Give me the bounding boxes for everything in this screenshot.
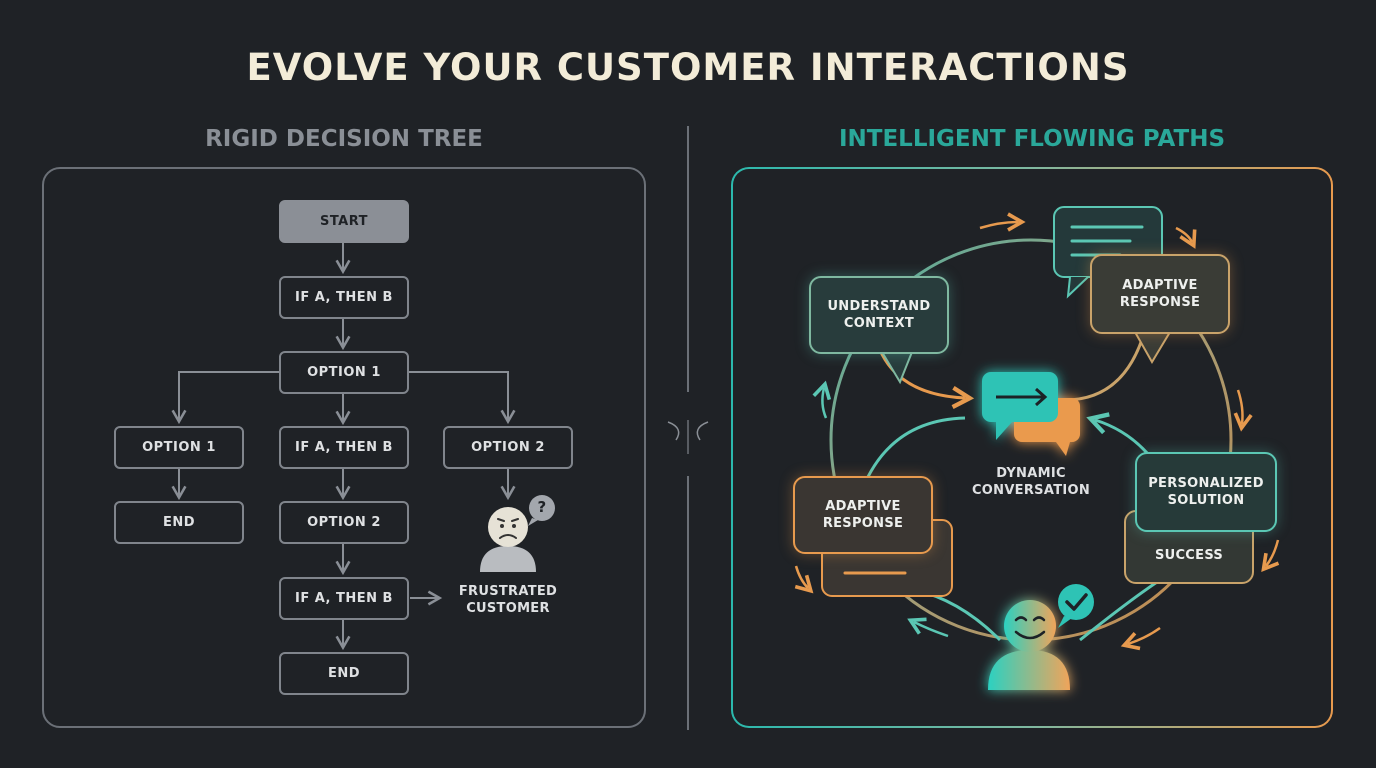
- dynamic-conversation-label: DYNAMIC CONVERSATION: [951, 465, 1111, 499]
- bubble-personalized-solution: PERSONALIZED SOLUTION: [1135, 452, 1277, 532]
- node-option-2-center: OPTION 2: [279, 501, 409, 544]
- happy-customer-icon: [988, 600, 1070, 690]
- adaptive-top-line1: ADAPTIVE: [1122, 278, 1198, 293]
- node-if-a-then-b-2: IF A, THEN B: [279, 426, 409, 469]
- node-start: START: [279, 200, 409, 243]
- right-section-title: INTELLIGENT FLOWING PATHS: [838, 126, 1226, 152]
- understand-line2: CONTEXT: [843, 316, 915, 331]
- adaptive-bottom-line1: ADAPTIVE: [825, 499, 901, 514]
- frustrated-label-line2: CUSTOMER: [466, 601, 550, 616]
- frustrated-customer-label: FRUSTRATED CUSTOMER: [448, 583, 568, 617]
- personalized-line1: PERSONALIZED: [1148, 476, 1264, 491]
- connector-option1-left: [171, 371, 280, 425]
- bubble-adaptive-response-top: ADAPTIVE RESPONSE: [1090, 254, 1230, 334]
- rigid-tree-panel: [42, 167, 646, 728]
- dynamic-conversation-icon: [982, 372, 1080, 456]
- bubble-understand-context: UNDERSTAND CONTEXT: [809, 276, 949, 354]
- dynamic-line1: DYNAMIC: [996, 466, 1066, 481]
- adaptive-bottom-line2: RESPONSE: [822, 516, 904, 531]
- node-end-left: END: [114, 501, 244, 544]
- connector-option1-right: [408, 371, 516, 425]
- personalized-line2: SOLUTION: [1167, 493, 1245, 508]
- node-if-a-then-b-3: IF A, THEN B: [279, 577, 409, 620]
- frustrated-customer-icon: [480, 507, 536, 572]
- node-if-a-then-b-1: IF A, THEN B: [279, 276, 409, 319]
- dynamic-line2: CONVERSATION: [971, 483, 1091, 498]
- question-bubble-icon: [528, 495, 555, 526]
- question-mark: ?: [537, 498, 547, 516]
- checkmark-bubble-icon: [1058, 584, 1094, 628]
- node-option-2-right: OPTION 2: [443, 426, 573, 469]
- adaptive-top-line2: RESPONSE: [1119, 295, 1201, 310]
- node-option-1-center: OPTION 1: [279, 351, 409, 394]
- bubble-adaptive-response-bottom: ADAPTIVE RESPONSE: [793, 476, 933, 554]
- node-option-1-left: OPTION 1: [114, 426, 244, 469]
- node-end-bottom: END: [279, 652, 409, 695]
- understand-line1: UNDERSTAND: [827, 299, 931, 314]
- left-section-title: RIGID DECISION TREE: [205, 126, 483, 152]
- main-title: EVOLVE YOUR CUSTOMER INTERACTIONS: [246, 46, 1130, 89]
- frustrated-label-line1: FRUSTRATED: [458, 584, 558, 599]
